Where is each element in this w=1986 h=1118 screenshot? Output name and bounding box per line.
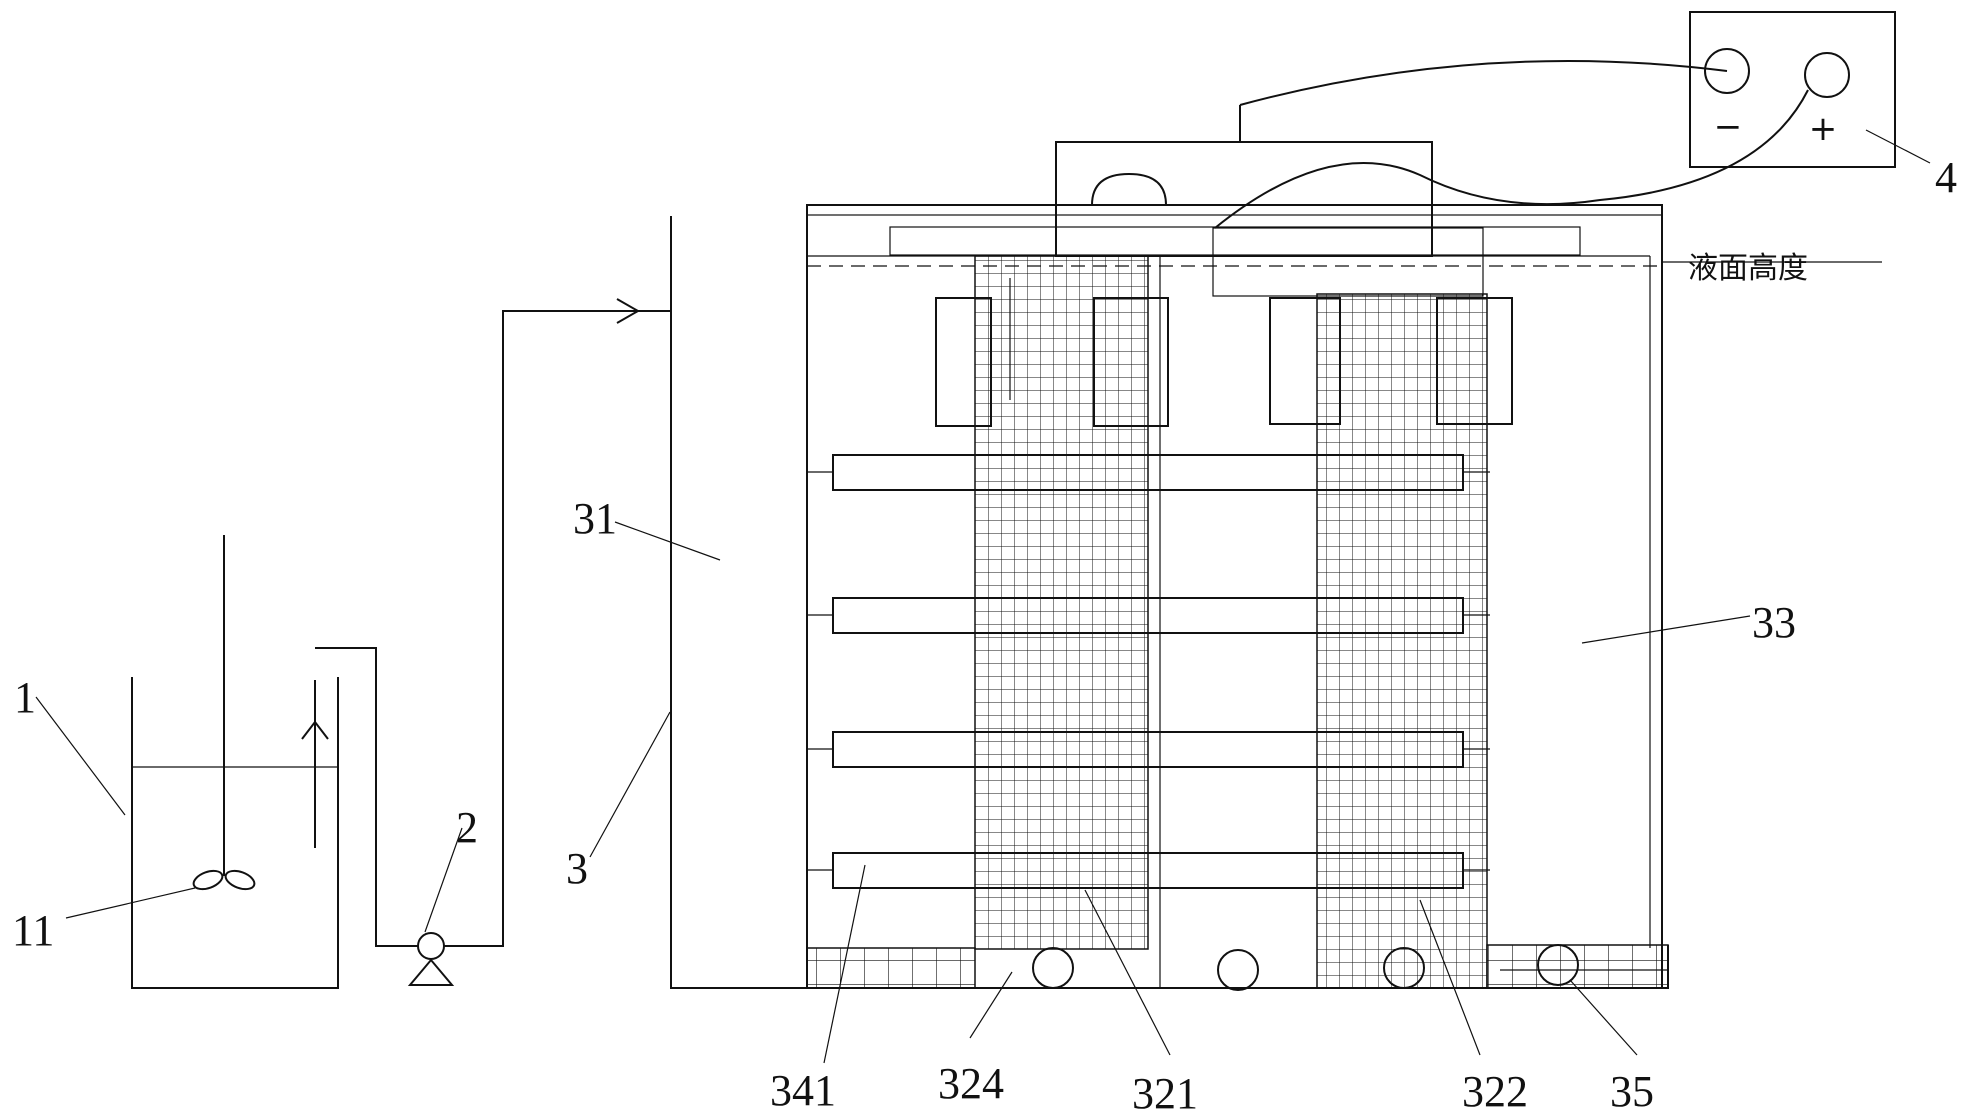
label-31: 31 [573,494,617,543]
label-35: 35 [1610,1067,1654,1116]
connector-housing [1055,105,1484,297]
aeration-discs [1032,944,1579,991]
electrode-mesh-322 [1316,293,1488,989]
electrode-mesh-321 [974,255,1149,950]
electrode-rods [807,454,1490,889]
power-wires [1214,60,1809,229]
plus-sign: + [1809,109,1838,149]
leader-lines [35,129,1931,1064]
minus-sign: − [1714,107,1743,147]
suction-pipe [301,647,418,947]
power-supply: − + [1689,11,1896,168]
bottom-grid-left [806,947,976,989]
label-11: 11 [12,906,54,955]
liquid-level-label: 液面高度 [1688,251,1808,286]
label-33: 33 [1752,598,1796,647]
label-4: 4 [1935,153,1957,202]
feed-tank [131,677,339,989]
agitator [192,535,256,891]
label-1: 1 [14,673,36,722]
electrode-frames [935,278,1513,427]
label-341: 341 [770,1066,836,1115]
label-3: 3 [566,844,588,893]
pump [407,298,671,986]
label-322: 322 [1462,1067,1528,1116]
label-2: 2 [456,803,478,852]
label-324: 324 [938,1059,1004,1108]
label-321: 321 [1132,1069,1198,1118]
